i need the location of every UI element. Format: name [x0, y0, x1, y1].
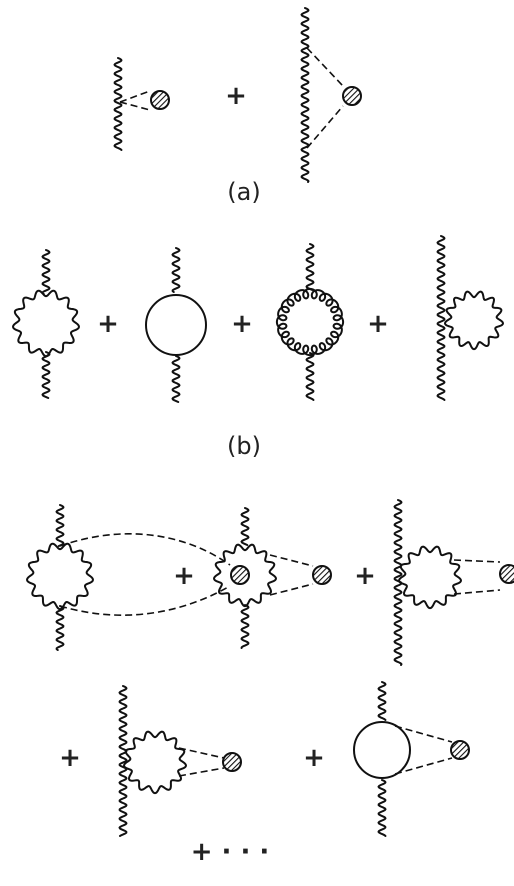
plus-sign-c2: + — [354, 561, 376, 591]
hatched-blob-icon — [230, 565, 250, 585]
photon-line — [171, 355, 181, 403]
plus-sign-c3: + — [59, 743, 81, 773]
photon-loop — [12, 289, 80, 358]
diagram-group — [12, 7, 514, 837]
photon-loop — [444, 290, 504, 351]
plus-sign-b3: + — [367, 309, 389, 339]
solid-loop-icon — [145, 294, 207, 356]
scalar-dashed-line — [178, 747, 225, 759]
photon-line — [41, 249, 51, 295]
photon-loop — [26, 542, 94, 611]
label-a: (a) — [227, 178, 260, 206]
scalar-dashed-line — [269, 554, 314, 567]
scalar-dashed-line — [59, 533, 231, 566]
scalar-dashed-line — [453, 589, 501, 595]
hatched-blob-icon — [150, 90, 170, 110]
photon-line — [300, 7, 310, 183]
scalar-dashed-line — [269, 583, 314, 596]
scalar-dashed-line — [119, 101, 151, 111]
ellipsis-text: + · · · — [191, 837, 270, 867]
photon-loop — [213, 543, 277, 608]
hatched-blob-icon — [222, 752, 242, 772]
photon-line — [377, 779, 387, 837]
scalar-dashed-line — [394, 725, 453, 743]
plus-sign-c4: + — [303, 743, 325, 773]
photon-line — [305, 243, 315, 291]
photon-line — [113, 57, 123, 151]
photon-line — [305, 352, 315, 401]
scalar-dashed-line — [394, 757, 453, 775]
hatched-blob-icon — [450, 740, 470, 760]
solid-loop-icon — [353, 721, 411, 779]
hatched-blob-icon — [342, 86, 362, 106]
scalar-dashed-line — [306, 105, 344, 149]
scalar-dashed-line — [59, 585, 231, 616]
curly-loop-icon — [275, 287, 345, 357]
photon-line — [41, 351, 51, 399]
plus-sign-a1: + — [225, 81, 247, 111]
photon-line — [171, 247, 181, 293]
photon-line — [240, 604, 250, 649]
photon-line — [55, 504, 65, 547]
photon-line — [118, 685, 128, 837]
hatched-blob-icon — [312, 565, 332, 585]
plus-sign-b2: + — [231, 309, 253, 339]
plus-sign-b1: + — [97, 309, 119, 339]
scalar-dashed-line — [178, 767, 225, 777]
plus-sign-c1: + — [173, 561, 195, 591]
scalar-dashed-line — [306, 47, 344, 87]
label-b: (b) — [227, 432, 261, 460]
photon-line — [240, 507, 250, 546]
scalar-dashed-line — [119, 90, 151, 103]
photon-loop — [123, 730, 187, 795]
photon-loop — [398, 545, 462, 610]
scalar-dashed-line — [453, 559, 501, 563]
photon-line — [377, 681, 387, 721]
photon-line — [436, 235, 446, 401]
photon-line — [55, 605, 65, 651]
hatched-blob-icon — [499, 564, 514, 584]
